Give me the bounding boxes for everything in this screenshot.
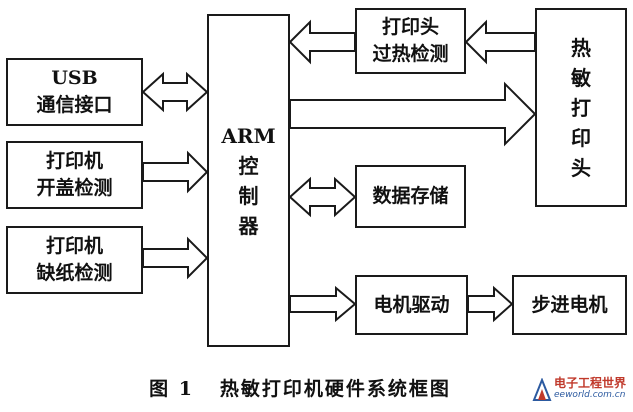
data-storage-block: 数据存储 — [355, 165, 466, 228]
arm-label: ARM — [221, 123, 276, 148]
paper-sublabel: 缺纸检测 — [36, 262, 113, 284]
cover-detection-block: 打印机 开盖检测 — [6, 141, 143, 209]
cover-sublabel: 开盖检测 — [36, 177, 113, 199]
head-char-3: 打 — [571, 95, 591, 120]
head-char-1: 热 — [571, 35, 591, 60]
overheat-detection-block: 打印头 过热检测 — [355, 8, 466, 74]
arrow-motor-stepper — [467, 285, 514, 323]
usb-interface-block: USB 通信接口 — [6, 58, 143, 126]
motor-drive-label: 电机驱动 — [373, 293, 450, 316]
arm-controller-block: ARM 控 制 器 — [207, 14, 290, 347]
cover-label: 打印机 — [45, 150, 103, 172]
head-char-5: 头 — [571, 155, 591, 180]
usb-sublabel: 通信接口 — [36, 94, 113, 116]
arm-char-3: 器 — [238, 213, 259, 238]
arrow-arm-storage — [288, 176, 357, 218]
head-char-2: 敏 — [571, 65, 591, 90]
arm-char-2: 制 — [238, 183, 259, 208]
arrow-paper-arm — [142, 236, 209, 280]
usb-label: USB — [51, 67, 98, 89]
storage-label: 数据存储 — [372, 185, 449, 207]
arrow-usb-arm — [141, 71, 209, 113]
overheat-sublabel: 过热检测 — [372, 43, 449, 65]
arrow-head-overheat — [464, 19, 536, 65]
arrow-arm-motor — [289, 285, 357, 323]
arm-char-1: 控 — [238, 153, 259, 178]
stepper-label: 步进电机 — [531, 293, 608, 316]
motor-drive-block: 电机驱动 — [355, 275, 468, 335]
figure-caption: 图 1 热敏打印机硬件系统框图 — [149, 378, 451, 400]
paper-label: 打印机 — [45, 235, 103, 257]
arrow-cover-arm — [142, 150, 209, 194]
paper-detection-block: 打印机 缺纸检测 — [6, 226, 143, 294]
watermark-site: eeworld.com.cn — [554, 390, 626, 400]
arrow-arm-head — [289, 81, 537, 147]
overheat-label: 打印头 — [381, 16, 439, 38]
watermark-logo-icon — [532, 378, 552, 401]
arrow-overheat-arm — [288, 19, 356, 65]
watermark-title: 电子工程世界 — [554, 376, 627, 390]
thermal-print-head-block: 热 敏 打 印 头 — [535, 8, 627, 207]
stepper-motor-block: 步进电机 — [512, 275, 627, 335]
watermark: 电子工程世界 eeworld.com.cn — [532, 374, 630, 408]
head-char-4: 印 — [571, 125, 591, 150]
